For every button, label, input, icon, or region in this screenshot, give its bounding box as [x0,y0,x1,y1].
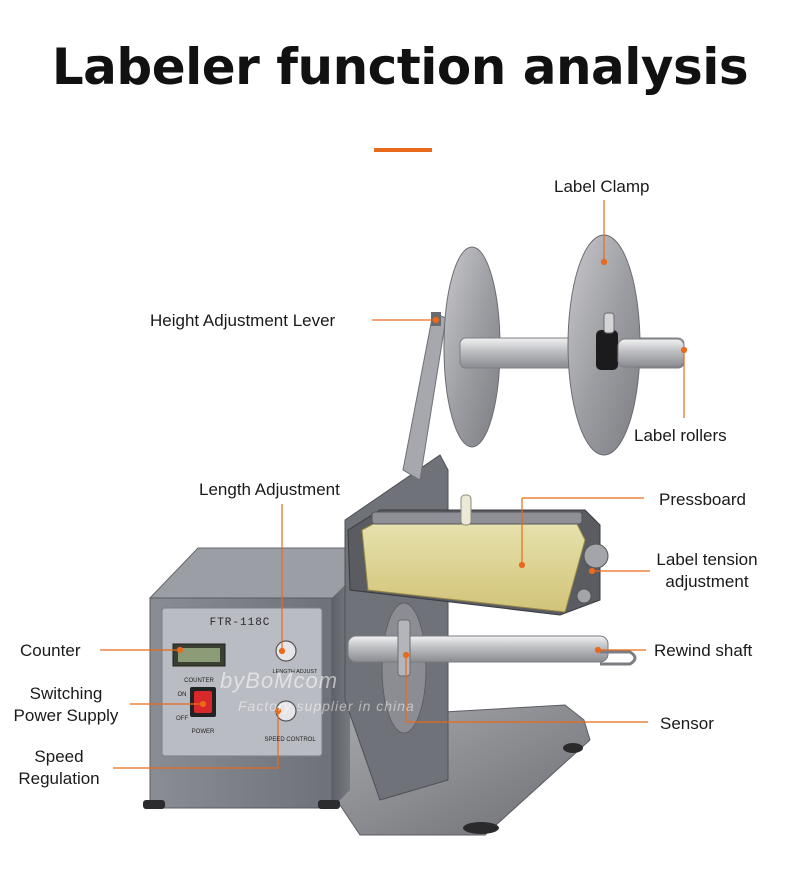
leader-dot [402,651,410,659]
machine-body-top [148,547,351,599]
leader-dot [274,707,282,715]
leader-dot [518,561,526,569]
tension-adjust-screw [576,588,592,604]
counter-label: Counter [20,641,81,660]
speed-caption: SPEED CONTROL [264,737,316,743]
watermark-line-1: byBoMcom [220,668,339,693]
switching-label: Switching Power Supply [4,683,128,727]
length-adjust-knob [275,640,297,662]
accent-rule [374,148,432,152]
leader-dot [199,700,207,708]
leader-dot [278,647,286,655]
counter-caption: COUNTER [184,678,214,684]
body-foot [318,800,340,809]
label-clamp-collar [596,330,618,370]
rewind-shaft-label: Rewind shaft [654,641,753,660]
label-tension-line-1: Label tension [656,550,758,569]
pressboard-label: Pressboard [659,490,746,509]
model-plate: FTR-118C [210,617,271,629]
leader-lines [100,200,688,769]
height-lever-label: Height Adjustment Lever [150,311,336,330]
leader-dot [588,567,596,575]
page-title: Labeler function analysis [51,38,749,96]
length-adjustment-label: Length Adjustment [199,480,340,499]
label-tension-line-2: adjustment [665,572,749,591]
speed-line-1: Speed [34,747,84,766]
label-clamp-screw [603,312,615,334]
rewind-shaft-bar [347,635,609,663]
sensor-label: Sensor [660,714,714,733]
label-roll-shaft-end [617,338,685,368]
base-foot [563,743,583,753]
leader-dot [594,646,602,654]
leader-dot [432,316,440,324]
tension-adjust-wheel [583,543,609,569]
switching-line-1: Switching [29,684,103,703]
label-clamp-label: Label Clamp [554,177,650,196]
body-foot [143,800,165,809]
leader-dot [680,346,688,354]
pressboard-guide [371,511,583,525]
pressboard-post [460,494,472,526]
label-tension-label: Label tension adjustment [648,549,766,593]
power-off-caption: OFF [176,716,188,722]
rewind-shaft-hook [600,650,637,666]
leader-sensor [405,655,648,723]
base-foot [463,822,499,834]
speed-line-2: Regulation [18,769,100,788]
leader-speed [113,711,279,769]
speed-label: Speed Regulation [8,746,110,790]
leader-dot [600,258,608,266]
sensor-bracket [397,619,411,677]
length-caption: LENGTH ADJUST [273,669,319,675]
power-on-caption: ON [178,692,187,698]
power-caption: POWER [192,729,215,735]
label-rollers-label: Label rollers [634,426,727,445]
leader-dot [176,646,184,654]
counter-screen [178,648,220,662]
switching-line-2: Power Supply [13,706,119,725]
watermark-line-2: Factory supplier in china [238,698,415,714]
